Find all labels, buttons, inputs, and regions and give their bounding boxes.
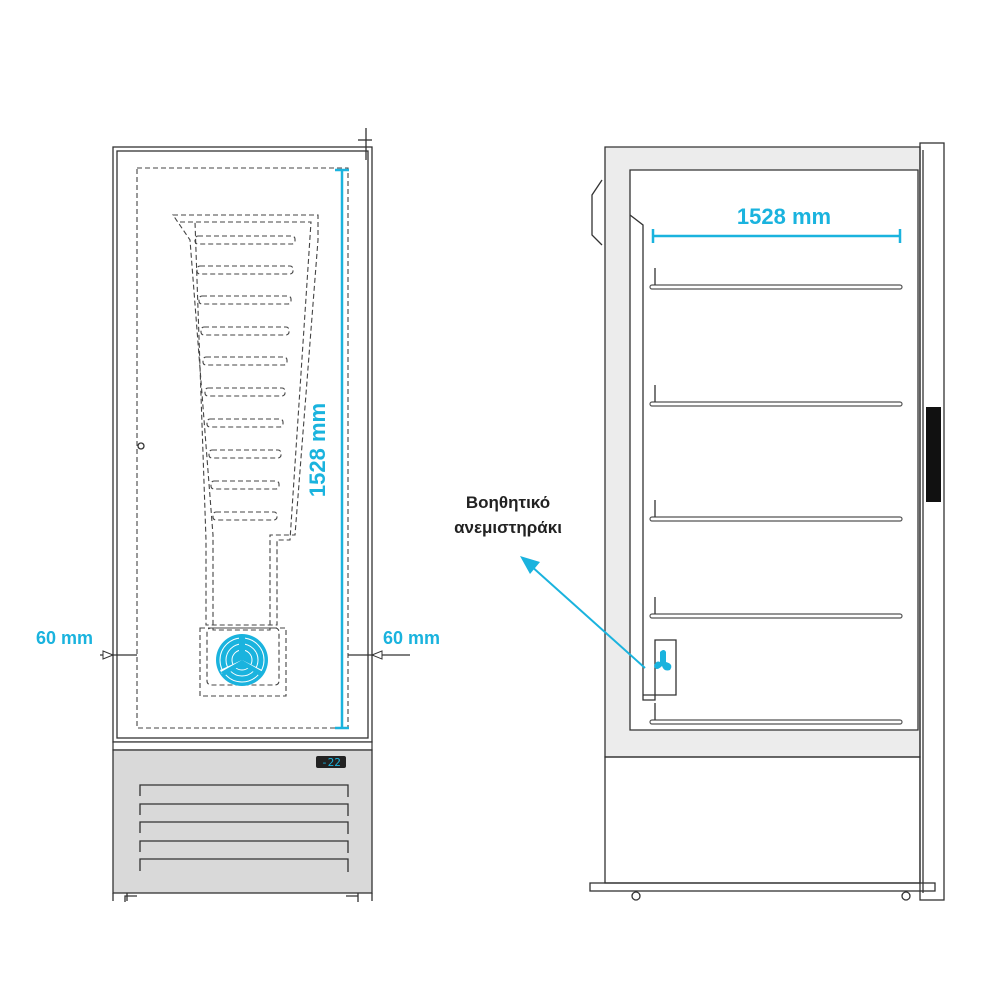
side-base [604,756,921,884]
auxiliary-fan-icon [654,650,672,671]
height-dimension-label: 1528 mm [305,403,330,497]
door-handle [926,407,941,502]
front-door-frame [116,150,369,739]
base-plate [589,882,936,892]
temperature-display [316,756,346,768]
callout-arrow [529,564,646,669]
fan-icon [216,634,268,686]
fan-label-line2: ανεμιστηράκι [454,518,562,537]
side-view: 1528 mm Βοηθητικό ανεμιστηράκι [454,142,945,901]
inner-cavity-outline [136,167,349,729]
door-lock-icon [137,442,145,450]
door-side [919,142,945,901]
right-clearance-label: 60 mm [383,628,440,648]
depth-dimension-label: 1528 mm [737,204,831,229]
feet [112,893,373,902]
temperature-readout: -22 [321,756,341,769]
front-view: 1528 mm 60 mm 60 mm -22 [36,128,440,902]
duct-vents [194,235,296,521]
shelves [649,268,903,725]
air-duct-outline [171,214,319,631]
fan-label-line1: Βοηθητικό [466,493,550,512]
ventilation-grille [139,784,349,872]
left-clearance-label: 60 mm [36,628,93,648]
